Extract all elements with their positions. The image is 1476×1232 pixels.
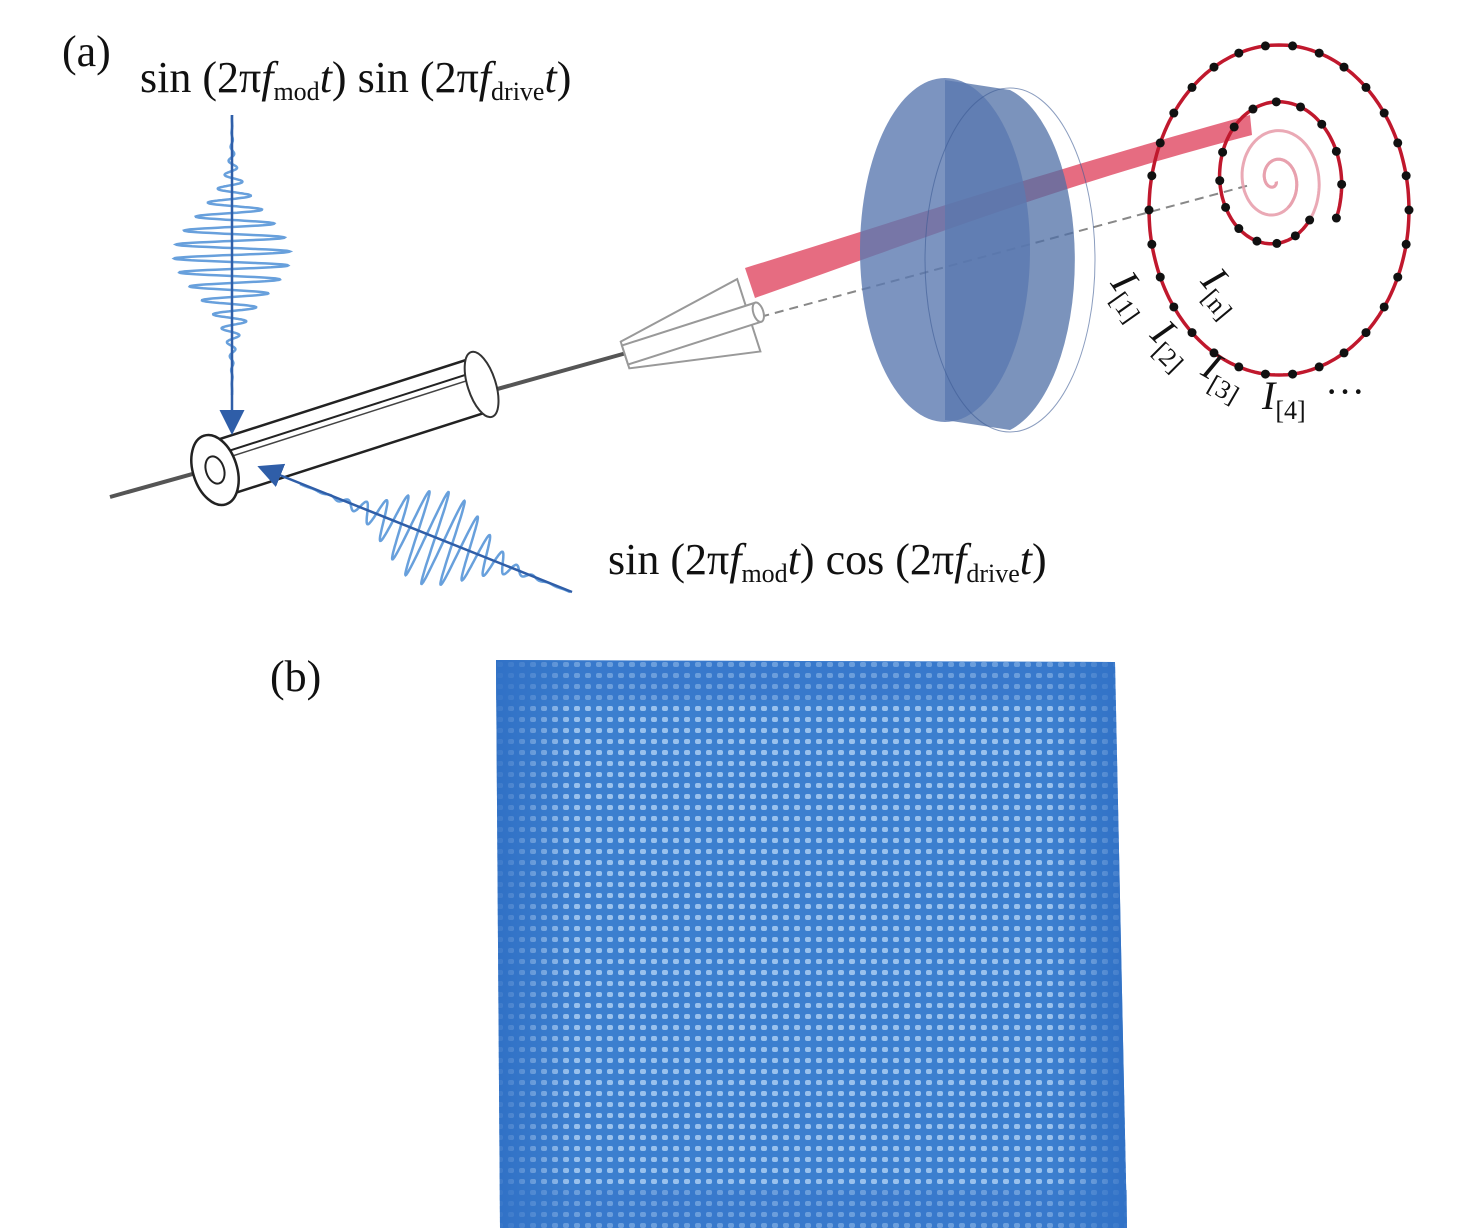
sample-point: [1393, 138, 1403, 148]
sample-point: [1209, 62, 1219, 72]
sample-point: [1169, 108, 1179, 118]
sample-point: [1401, 171, 1411, 181]
sample-point: [1393, 272, 1403, 282]
sample-point: [1290, 231, 1300, 241]
sample-point: [1187, 82, 1197, 92]
sample-point: [1155, 272, 1165, 282]
sample-point: [1147, 239, 1157, 249]
sample-point: [1379, 108, 1389, 118]
formula-text: sin (2π: [140, 53, 262, 102]
sample-point: [1288, 41, 1298, 51]
spiral-faint-turn: [1240, 129, 1321, 219]
formula-text: sin (2π: [608, 535, 730, 584]
scan-pattern-image: [496, 660, 1127, 1228]
lens: [860, 78, 1096, 433]
sample-point: [1379, 302, 1389, 312]
sample-point: [1314, 48, 1324, 58]
scan-spiral: [1144, 41, 1414, 379]
sample-point: [1229, 122, 1239, 132]
sample-point: [1331, 146, 1341, 156]
sample-point: [1248, 104, 1258, 114]
formula-text: f: [261, 53, 274, 102]
sample-point: [1331, 213, 1341, 223]
formula-text: ) cos (2π: [799, 535, 955, 584]
panel-a-label: (a): [62, 27, 111, 76]
formula-subscript: drive: [966, 559, 1020, 588]
sample-point: [1260, 369, 1270, 379]
sample-point: [1288, 369, 1298, 379]
spiral-inner-turn: [1217, 100, 1344, 246]
sample-point: [1209, 348, 1219, 358]
sample-point: [1401, 239, 1411, 249]
intensity-label-4: I[4]: [1262, 373, 1306, 425]
top-signal-formula: sin (2πfmodt) sin (2πfdrivet): [140, 53, 572, 106]
sample-point: [1404, 205, 1414, 215]
sample-point: [1271, 97, 1281, 107]
sample-point: [1337, 179, 1347, 189]
formula-text: f: [729, 535, 742, 584]
sample-point: [1234, 224, 1244, 234]
sample-point: [1218, 147, 1228, 157]
piezo-tube: [190, 350, 500, 507]
sample-point: [1339, 62, 1349, 72]
sample-point: [1147, 171, 1157, 181]
fiber-tip: [619, 277, 765, 370]
sample-point: [1155, 138, 1165, 148]
sample-point: [1361, 82, 1371, 92]
spiral-center: [1262, 157, 1299, 209]
drive-arrow-horizontal: [257, 463, 573, 594]
bottom-signal-formula: sin (2πfmodt) cos (2πfdrivet): [608, 535, 1047, 588]
sample-point: [1305, 215, 1315, 225]
sample-point: [1221, 202, 1231, 212]
ellipsis: ···: [1325, 369, 1365, 414]
sample-point: [1361, 328, 1371, 338]
formula-text: t: [319, 53, 332, 102]
formula-subscript: mod: [273, 77, 320, 106]
sample-point: [1314, 362, 1324, 372]
formula-text: ): [556, 53, 572, 102]
sample-point: [1187, 328, 1197, 338]
sample-point: [1296, 102, 1306, 112]
sample-point: [1272, 238, 1282, 248]
sample-point: [1234, 362, 1244, 372]
formula-subscript: mod: [741, 559, 788, 588]
sample-point: [1215, 176, 1225, 186]
panel-b-label: (b): [270, 652, 322, 701]
formula-text: ): [1031, 535, 1047, 584]
sample-point: [1169, 302, 1179, 312]
formula-subscript: drive: [491, 77, 545, 106]
sample-point: [1260, 41, 1270, 51]
formula-text: t: [787, 535, 800, 584]
sample-point: [1339, 348, 1349, 358]
sample-point: [1144, 205, 1154, 215]
sample-point: [1317, 119, 1327, 129]
formula-text: ) sin (2π: [331, 53, 479, 102]
sample-point: [1252, 236, 1262, 246]
sample-point: [1234, 48, 1244, 58]
